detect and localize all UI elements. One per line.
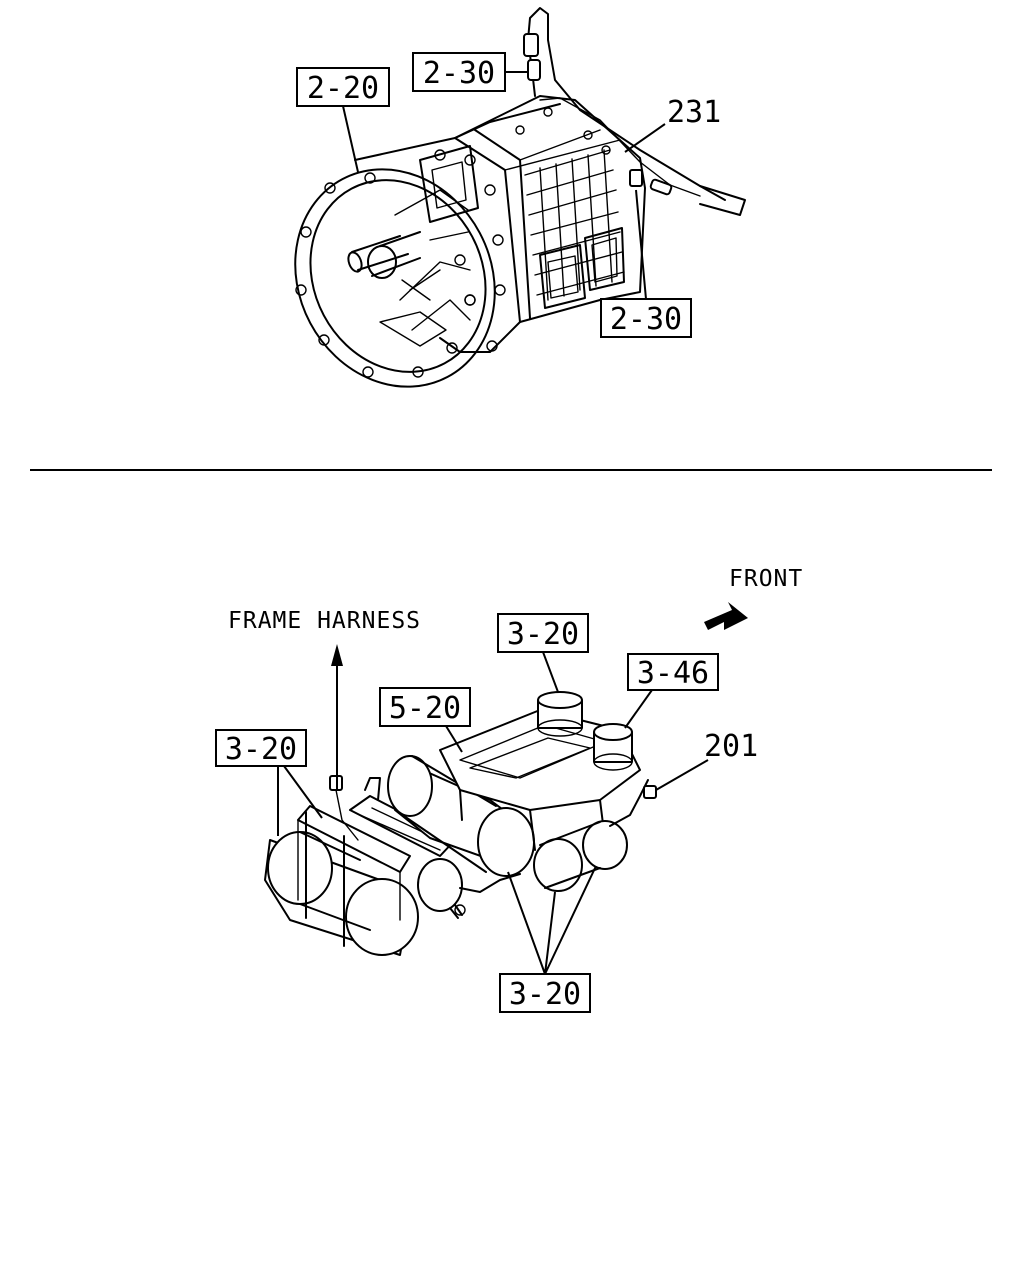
case-ribs (524, 149, 625, 301)
ref-label: 3-20 (225, 732, 297, 767)
part-number-231[interactable]: 231 (624, 95, 721, 153)
ref-callout-2-30-top[interactable]: 2-30 (412, 52, 527, 92)
frame-harness-callout[interactable]: FRAME HARNESS (228, 608, 421, 790)
air-tank-assembly-illustration (264, 691, 657, 956)
ref-label: 3-20 (507, 617, 579, 652)
ref-callout-2-20[interactable]: 2-20 (296, 67, 390, 173)
frame-harness-label: FRAME HARNESS (228, 608, 421, 634)
ref-label: 2-30 (423, 56, 495, 91)
part-number: 201 (704, 729, 758, 764)
up-arrow-icon (331, 644, 343, 666)
ref-callout-5-20[interactable]: 5-20 (379, 687, 471, 753)
ref-label: 3-20 (509, 977, 581, 1012)
part-number-201[interactable]: 201 (655, 729, 758, 791)
front-arrow-icon (704, 602, 748, 630)
ref-callout-3-20-top[interactable]: 3-20 (497, 613, 589, 693)
ref-callout-3-20-left[interactable]: 3-20 (215, 729, 323, 836)
ref-label: 3-46 (637, 656, 709, 691)
part-number: 231 (667, 95, 721, 130)
ref-label: 5-20 (389, 691, 461, 726)
front-label: FRONT (729, 566, 803, 592)
ref-callout-2-30-bottom[interactable]: 2-30 (600, 189, 692, 338)
front-direction-callout: FRONT (704, 566, 803, 630)
ref-callout-3-46[interactable]: 3-46 (624, 653, 719, 729)
transmission-illustration (294, 7, 746, 388)
ref-label: 2-30 (610, 302, 682, 337)
ref-label: 2-20 (307, 71, 379, 106)
ref-callout-3-20-bottom[interactable]: 3-20 (499, 865, 597, 1013)
